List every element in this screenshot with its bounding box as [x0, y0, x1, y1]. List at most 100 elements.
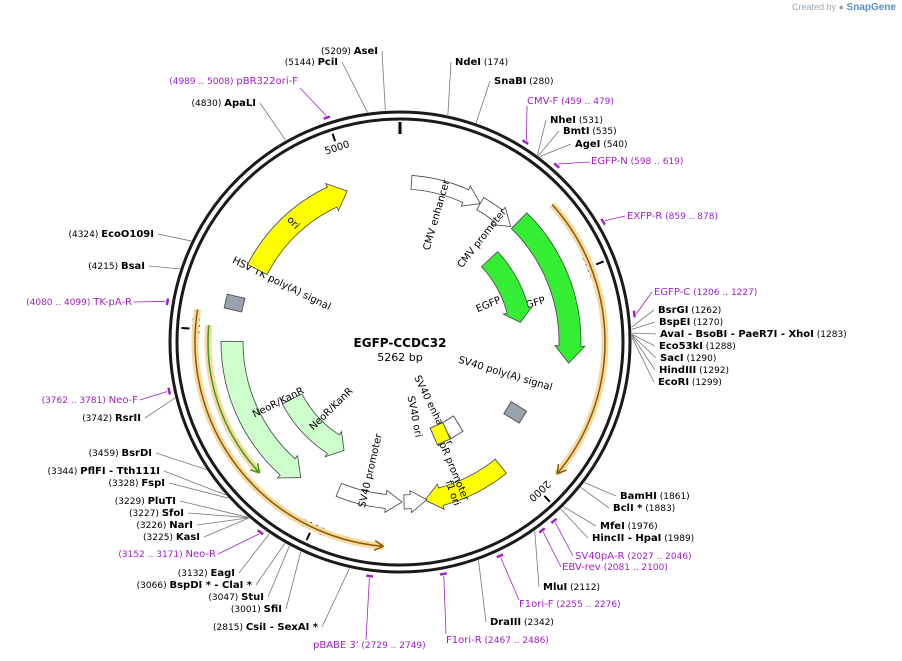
enzyme-site-label[interactable]: HincII - HpaI (1989): [592, 533, 694, 544]
primer-position: (2255 .. 2276): [553, 600, 620, 610]
feature-box[interactable]: [223, 293, 246, 313]
enzyme-site-label[interactable]: (3066) BspDI * - ClaI *: [137, 580, 253, 591]
svg-text:EGFP-N (598 .. 619): EGFP-N (598 .. 619): [591, 156, 683, 167]
enzyme-name: NdeI: [455, 57, 481, 68]
svg-text:DraIII (2342): DraIII (2342): [490, 617, 554, 628]
enzyme-site-label[interactable]: Eco53kI (1288): [659, 341, 736, 352]
primer-mark: [496, 553, 504, 559]
enzyme-position: (3047): [208, 593, 241, 603]
enzyme-site-label[interactable]: (2815) CsiI - SexAI *: [213, 622, 319, 633]
svg-text:CMV-F (459 .. 479): CMV-F (459 .. 479): [527, 96, 614, 107]
label-leader: [539, 143, 572, 157]
primer-position: (1206 .. 1227): [690, 288, 757, 298]
enzyme-site-label[interactable]: NdeI (174): [455, 57, 508, 68]
enzyme-site-label[interactable]: (4830) ApaLI: [191, 98, 256, 109]
feature-box[interactable]: [503, 401, 528, 424]
feature-arrow[interactable]: [476, 196, 512, 227]
label-leader: [534, 530, 540, 588]
feature-arrow[interactable]: [281, 393, 345, 458]
svg-text:(3459) BsrDI: (3459) BsrDI: [89, 448, 152, 459]
tick-label: 5000: [324, 139, 352, 157]
svg-text:(3225) KasI: (3225) KasI: [143, 532, 200, 543]
enzyme-site-label[interactable]: (3328) FspI: [109, 478, 165, 489]
feature-arrow[interactable]: [246, 182, 348, 276]
primer-label[interactable]: SV40pA-R (2027 .. 2046): [575, 551, 692, 562]
primer-label[interactable]: (4989 .. 5008) pBR322ori-F: [169, 76, 298, 87]
enzyme-site-label[interactable]: (3001) SfiI: [231, 604, 282, 615]
enzyme-site-label[interactable]: (3225) KasI: [143, 532, 200, 543]
primer-label[interactable]: F1ori-F (2255 .. 2276): [519, 599, 621, 610]
enzyme-site-label[interactable]: MfeI (1976): [600, 521, 658, 532]
primer-label[interactable]: EGFP-N (598 .. 619): [591, 156, 683, 167]
enzyme-name: PluTI: [148, 496, 176, 507]
enzyme-position: (3328): [109, 479, 142, 489]
enzyme-site-label[interactable]: (5209) AseI: [321, 46, 378, 57]
feature-label: NeoR/KanR: [308, 386, 356, 433]
primer-label[interactable]: (4080 .. 4099) TK-pA-R: [26, 297, 132, 308]
enzyme-site-label[interactable]: SnaBI (280): [494, 76, 553, 87]
enzyme-site-label[interactable]: SacI (1290): [660, 353, 716, 364]
primer-mark: [256, 529, 264, 536]
enzyme-site-label[interactable]: (3344) PflFI - Tth111I: [47, 466, 160, 477]
svg-text:BspEI (1270): BspEI (1270): [659, 317, 723, 328]
svg-text:BsrGI (1262): BsrGI (1262): [658, 305, 721, 316]
primer-label[interactable]: EXFP-R (859 .. 878): [627, 211, 718, 222]
svg-text:(3227) SfoI: (3227) SfoI: [129, 508, 184, 519]
enzyme-site-label[interactable]: BamHI (1861): [620, 491, 690, 502]
label-leader: [563, 506, 597, 527]
feature-arrow[interactable]: [510, 212, 586, 364]
primer-name: pBABE 3': [313, 640, 359, 651]
primer-label[interactable]: F1ori-R (2467 .. 2486): [446, 635, 549, 646]
enzyme-site-label[interactable]: DraIII (2342): [490, 617, 554, 628]
enzyme-site-label[interactable]: (3132) EagI: [178, 568, 235, 579]
primer-label[interactable]: EBV-rev (2081 .. 2100): [562, 562, 668, 573]
primer-label[interactable]: (3762 .. 3781) Neo-F: [42, 395, 139, 406]
primer-label[interactable]: EGFP-C (1206 .. 1227): [654, 287, 757, 298]
feature-box[interactable]: [429, 421, 451, 446]
feature-arrow[interactable]: [335, 482, 403, 514]
enzyme-site-label[interactable]: (3047) StuI: [208, 592, 264, 603]
primer-name: EXFP-R: [627, 211, 662, 222]
enzyme-site-label[interactable]: (3742) RsrII: [82, 413, 141, 424]
svg-text:HincII - HpaI (1989): HincII - HpaI (1989): [592, 533, 694, 544]
feature-arrow[interactable]: [220, 340, 302, 479]
label-leader: [526, 105, 528, 141]
enzyme-site-label[interactable]: MluI (2112): [543, 582, 600, 593]
label-leader: [475, 80, 491, 123]
tick-mark: [543, 495, 551, 503]
enzyme-site-label[interactable]: AvaI - BsoBI - PaeR7I - XhoI (1283): [660, 329, 847, 340]
enzyme-site-label[interactable]: BsrGI (1262): [658, 305, 721, 316]
enzyme-site-label[interactable]: NheI (531): [550, 115, 603, 126]
primer-label[interactable]: pBABE 3' (2729 .. 2749): [313, 640, 426, 651]
enzyme-site-label[interactable]: (3229) PluTI: [115, 496, 176, 507]
feature-arrow[interactable]: [424, 458, 508, 511]
enzyme-site-label[interactable]: HindIII (1292): [659, 365, 729, 376]
enzyme-site-label[interactable]: (5144) PciI: [285, 57, 338, 68]
enzyme-name: EcoO109I: [101, 229, 154, 240]
feature-arrow[interactable]: [480, 251, 534, 323]
enzyme-site-label[interactable]: (3227) SfoI: [129, 508, 184, 519]
feature-arrow[interactable]: [403, 489, 428, 514]
enzyme-site-label[interactable]: AgeI (540): [575, 139, 627, 150]
enzyme-name: PflFI: [80, 466, 105, 477]
enzyme-site-label[interactable]: (4324) EcoO109I: [68, 229, 154, 240]
primer-label[interactable]: CMV-F (459 .. 479): [527, 96, 614, 107]
label-leader: [631, 309, 655, 328]
enzyme-site-label[interactable]: BspEI (1270): [659, 317, 723, 328]
enzyme-site-label[interactable]: (4215) BsaI: [88, 261, 145, 272]
orf-arc: [207, 325, 260, 474]
enzyme-site-label[interactable]: (3459) BsrDI: [89, 448, 152, 459]
label-leader: [447, 61, 452, 116]
orf-arc: [551, 204, 606, 475]
feature-arrow[interactable]: [410, 175, 481, 207]
enzyme-name: StuI: [241, 592, 264, 603]
enzyme-site-label[interactable]: BmtI (535): [563, 126, 617, 137]
primer-label[interactable]: (3152 .. 3171) Neo-R: [118, 549, 216, 560]
enzyme-site-label[interactable]: BclI * (1883): [613, 503, 675, 514]
label-leader: [163, 470, 226, 496]
orf-arrowhead: [556, 463, 567, 475]
primer-position: (2467 .. 2486): [482, 636, 549, 646]
enzyme-site-label[interactable]: (3226) NarI: [136, 520, 193, 531]
enzyme-site-label[interactable]: EcoRI (1299): [658, 377, 722, 388]
enzyme-name: SnaBI: [494, 76, 526, 87]
